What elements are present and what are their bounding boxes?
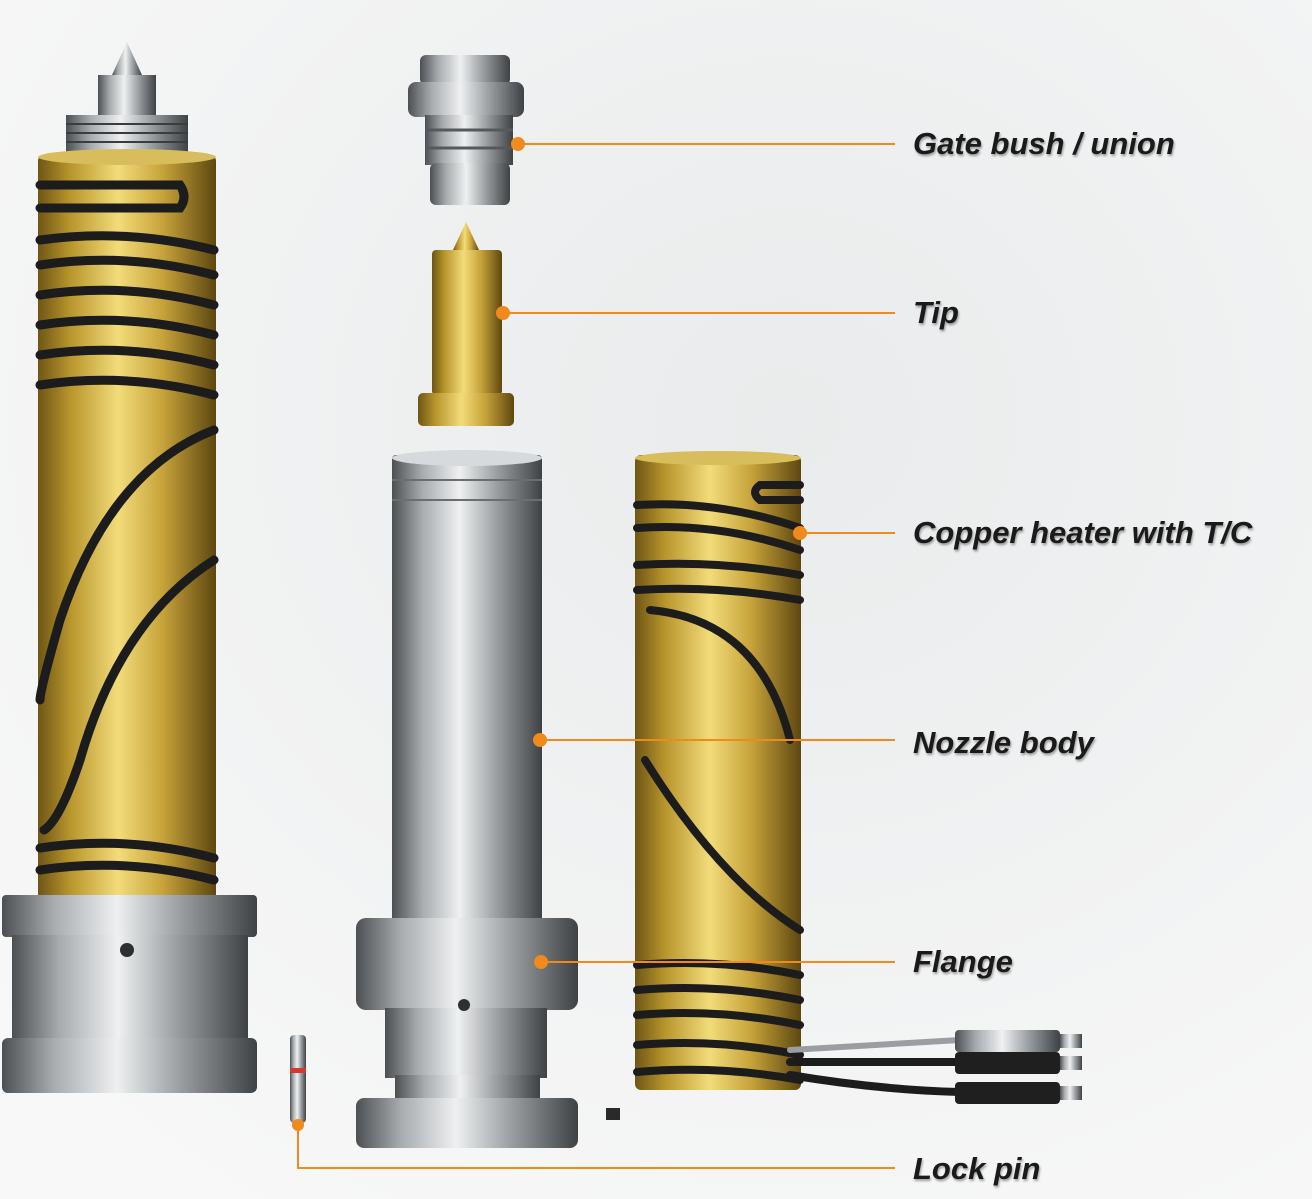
assembled-tip-neck xyxy=(98,75,156,117)
assembled-base-ring xyxy=(2,895,257,937)
tip-part xyxy=(418,222,514,426)
label-gate-bush: Gate bush / union xyxy=(913,126,1175,161)
assembled-base-foot xyxy=(2,1038,257,1093)
flange-part xyxy=(356,918,578,1148)
lock-pin-part xyxy=(290,1035,620,1123)
label-lock-pin: Lock pin xyxy=(913,1151,1041,1186)
gate-bush-part xyxy=(408,55,524,205)
leader-lock-pin xyxy=(297,1125,895,1169)
assembled-heater-body xyxy=(38,155,216,900)
copper-heater-part xyxy=(633,451,1082,1104)
thermocouple-cables xyxy=(786,1037,964,1096)
assembled-tip-cone xyxy=(112,42,142,75)
label-flange: Flange xyxy=(913,944,1013,979)
leader-lines xyxy=(292,137,895,1169)
label-heater: Copper heater with T/C xyxy=(913,515,1253,550)
assembled-heater-grooves xyxy=(35,180,219,885)
label-tip: Tip xyxy=(913,295,959,330)
assembled-nozzle xyxy=(2,42,257,1093)
label-nozzle-body: Nozzle body xyxy=(913,725,1094,760)
nozzle-body-part xyxy=(392,450,542,925)
